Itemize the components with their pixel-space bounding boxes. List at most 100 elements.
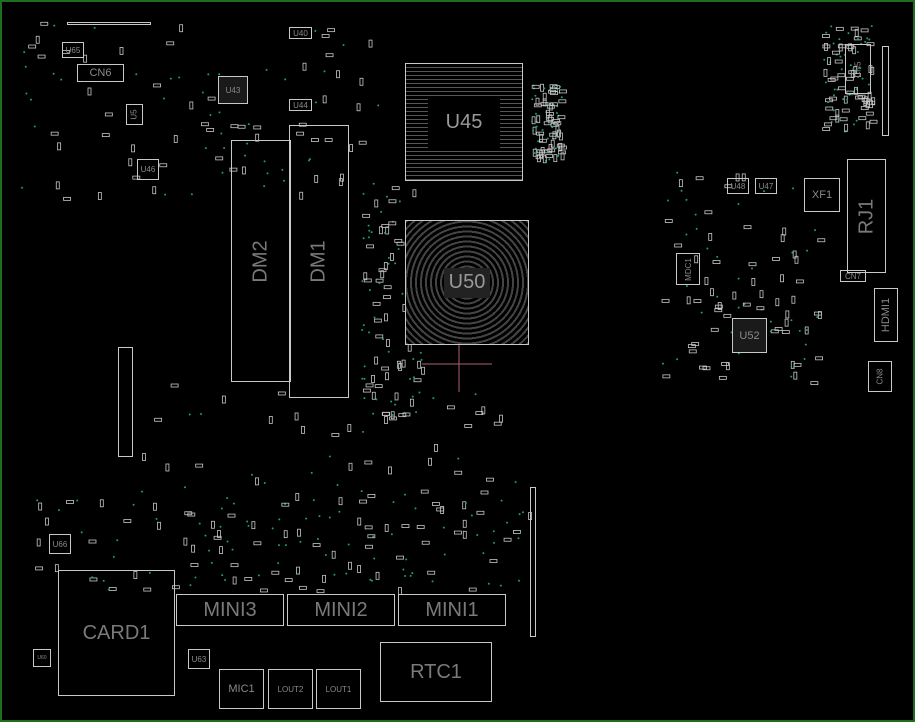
via [373,557,376,560]
component-u46[interactable]: U46 [137,159,159,180]
component-hdmi1[interactable]: HDMI1 [874,288,898,342]
via [792,366,795,369]
smd-pad [558,99,567,104]
via [33,125,36,128]
component-cn5[interactable]: CN5 [845,44,871,94]
component-label: CN8 [875,368,885,385]
component-xf1[interactable]: XF1 [804,178,840,212]
via [676,358,679,361]
component-u63[interactable]: U63 [188,649,210,669]
component-connector-right[interactable] [882,46,889,136]
via [830,25,833,28]
smd-pad [104,112,113,117]
via [369,578,372,581]
smd-pad [356,103,361,112]
component-u5[interactable]: U5 [126,104,143,125]
smd-pad [375,334,384,339]
component-mdc1[interactable]: MDC1 [676,253,700,285]
smd-pad [732,291,737,300]
component-lout2[interactable]: LOUT2 [268,669,313,709]
component-mic1[interactable]: MIC1 [219,669,264,709]
via [518,513,521,516]
smd-pad [717,302,722,310]
component-dm2[interactable]: DM2 [231,140,291,382]
smd-pad [221,395,226,404]
smd-pad [413,378,422,383]
component-u47[interactable]: U47 [755,178,777,194]
via [377,104,380,107]
smd-pad [123,519,132,523]
smd-pad [784,318,789,327]
via [200,412,203,415]
smd-pad [708,232,713,241]
component-cn6[interactable]: CN6 [77,64,124,82]
component-lout1[interactable]: LOUT1 [316,669,361,709]
component-u43[interactable]: U43 [218,76,248,104]
component-label: U40 [293,28,308,38]
component-u40[interactable]: U40 [289,27,312,39]
component-u65[interactable]: U65 [62,42,84,58]
smd-pad [546,112,554,116]
component-connector-left[interactable] [118,347,133,457]
component-dm1[interactable]: DM1 [289,125,349,398]
via [263,185,266,188]
via [221,171,224,174]
component-mini2[interactable]: MINI2 [287,594,395,626]
smd-pad [476,510,485,515]
component-u60[interactable]: U60 [33,649,51,667]
component-u48[interactable]: U48 [727,178,749,194]
smd-pad [253,125,262,130]
component-rtc1[interactable]: RTC1 [380,642,492,702]
component-cn7[interactable]: CN7 [840,270,866,282]
smd-pad [710,288,714,297]
smd-pad [559,145,567,150]
smd-pad [712,260,721,264]
via [557,154,560,157]
smd-pad [390,252,394,261]
via [397,247,400,250]
component-u52[interactable]: U52 [732,318,767,353]
component-mini1[interactable]: MINI1 [398,594,506,626]
component-connector-top[interactable] [67,22,151,25]
via [220,132,223,135]
smd-pad [743,225,752,230]
via [21,186,24,189]
via [284,78,287,81]
component-u45[interactable]: U45 [405,63,523,181]
component-label: CARD1 [82,621,151,644]
via [373,316,376,319]
component-u66[interactable]: U66 [49,534,71,554]
smd-pad [388,199,397,204]
via [855,88,858,91]
via [838,118,841,121]
via [116,539,119,542]
smd-pad [850,70,855,78]
via [226,540,229,543]
component-label: MINI1 [425,598,479,621]
smd-pad [550,139,555,148]
smd-pad [547,148,556,153]
smd-pad [440,506,445,514]
smd-pad [557,115,566,120]
smd-pad [462,501,467,510]
component-mini3[interactable]: MINI3 [176,594,284,626]
component-u44[interactable]: U44 [289,99,312,111]
smd-pad [850,26,859,31]
component-connector-vertical[interactable] [530,487,536,637]
component-rj1[interactable]: RJ1 [847,159,886,273]
smd-pad [271,570,280,575]
smd-pad [368,39,373,48]
smd-pad [380,270,385,279]
via [297,572,300,575]
smd-pad [543,121,552,126]
smd-pad [36,538,41,547]
component-card1[interactable]: CARD1 [58,570,175,696]
via [866,37,869,40]
via [805,329,808,332]
component-u50[interactable]: U50 [405,220,529,345]
via [251,473,254,476]
component-cn8[interactable]: CN8 [868,361,892,392]
smd-pad [735,173,740,182]
smd-pad [211,520,215,529]
